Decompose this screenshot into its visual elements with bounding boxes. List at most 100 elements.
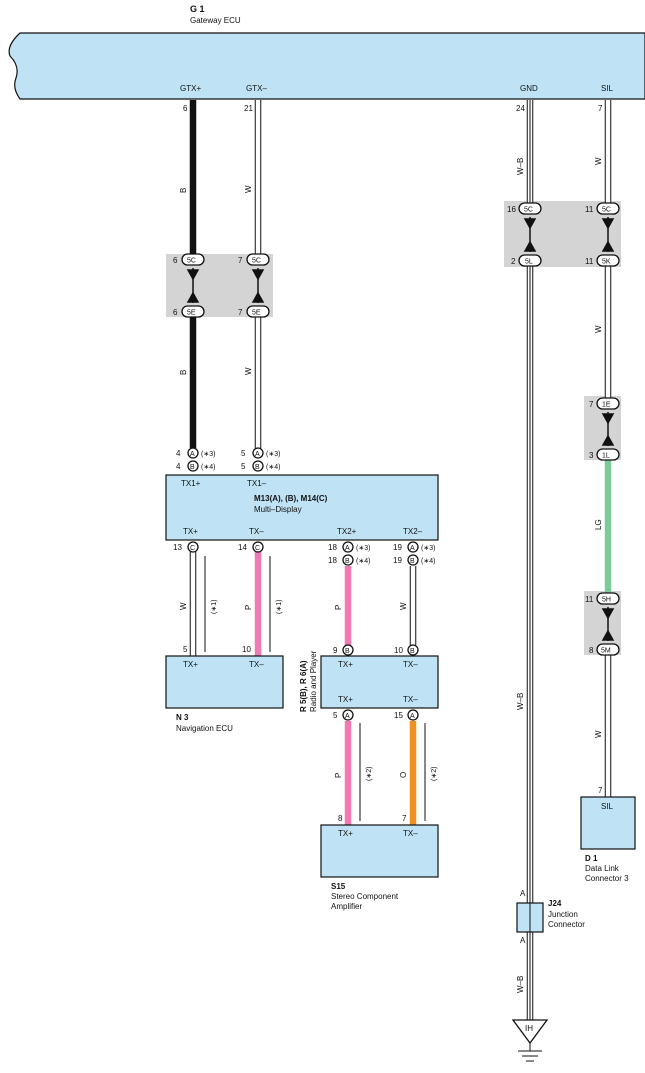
label-gnd-color-1: W–B xyxy=(516,158,525,175)
n3-pinnum-5: 5 xyxy=(183,645,188,654)
ground-ih-symbol: IH xyxy=(511,1019,549,1062)
g1-gateway-ecu-box xyxy=(8,32,645,100)
junction-1e: 1E 7 xyxy=(589,397,620,410)
r5-top-pin-markers: 9 B 10 B xyxy=(333,644,419,656)
label-nav-tx-plus-color: W xyxy=(179,602,188,610)
svg-text:5C: 5C xyxy=(187,258,196,265)
label-sil-color-3: W xyxy=(594,730,603,738)
label-nav-tx-minus-color: P xyxy=(244,605,253,610)
pin-7: 7 xyxy=(589,400,594,409)
n3-name: Navigation ECU xyxy=(176,724,233,733)
svg-text:A: A xyxy=(345,545,350,552)
junction-1l: 1L 3 xyxy=(589,448,620,461)
label-tx2-plus-color: P xyxy=(334,605,343,610)
junction-5l-gnd: 5L 2 xyxy=(511,254,542,267)
svg-text:A: A xyxy=(410,545,415,552)
s15-name-1: Stereo Component xyxy=(331,892,399,901)
m13-top-pin-markers: 4 A (∗3) 4 B (∗4) 5 A (∗3) 5 B (∗4) xyxy=(176,447,280,472)
m13-pin-tx-plus: TX+ xyxy=(183,527,198,536)
label-gtx-plus-color-1: B xyxy=(179,188,188,193)
s15-pinnum-8: 8 xyxy=(338,814,343,823)
g1-pin-gtx-plus: GTX+ xyxy=(180,84,201,93)
svg-text:B: B xyxy=(345,558,350,565)
d1-pin-sil: SIL xyxy=(601,802,614,811)
label-amp-tx-minus-color: O xyxy=(399,772,408,778)
g1-pin-sil: SIL xyxy=(601,84,614,93)
g1-pinnum-24: 24 xyxy=(516,104,525,113)
label-tx2-minus-color: W xyxy=(399,602,408,610)
m13-multi-display-box xyxy=(165,474,439,541)
svg-text:(∗3): (∗3) xyxy=(356,545,370,552)
s15-pinnum-7: 7 xyxy=(402,814,407,823)
pin-8: 8 xyxy=(589,646,594,655)
pin-16: 16 xyxy=(507,205,516,214)
svg-text:A: A xyxy=(410,713,415,720)
svg-text:10: 10 xyxy=(394,646,403,655)
svg-text:B: B xyxy=(410,558,415,565)
svg-text:(∗3): (∗3) xyxy=(421,545,435,552)
d1-name-1: Data Link xyxy=(585,864,620,873)
svg-text:C: C xyxy=(255,545,260,552)
r5-bottom-pin-markers: 5 A 15 A xyxy=(333,709,419,721)
pin-13: 11 xyxy=(585,205,594,214)
svg-text:1E: 1E xyxy=(602,402,611,409)
g1-ref: G 1 xyxy=(190,4,205,14)
r5-ref: R 5(B), R 6(A) xyxy=(299,660,308,712)
svg-text:(∗3): (∗3) xyxy=(201,451,215,458)
label-gnd-color-2: W–B xyxy=(516,693,525,710)
svg-text:5E: 5E xyxy=(252,310,261,317)
m13-pin-tx2-plus: TX2+ xyxy=(337,527,357,536)
m13-ref: M13(A), (B), M14(C) xyxy=(254,494,328,503)
r5-radio-player-box xyxy=(320,655,439,709)
junction-5e-gtx-plus: 5E 6 xyxy=(173,305,205,318)
label-sil-color-1: W xyxy=(594,157,603,165)
svg-text:19: 19 xyxy=(393,543,402,552)
svg-text:1L: 1L xyxy=(602,453,610,460)
svg-text:(∗4): (∗4) xyxy=(266,464,280,471)
pin-6: 6 xyxy=(173,256,178,265)
g1-pin-gtx-minus: GTX– xyxy=(246,84,267,93)
svg-text:5C: 5C xyxy=(524,207,533,214)
n3-pin-tx-plus: TX+ xyxy=(183,660,198,669)
svg-text:A: A xyxy=(255,451,260,458)
n3-navigation-ecu-box xyxy=(165,655,284,709)
label-gtx-plus-color-2: B xyxy=(179,370,188,375)
m13-pin-tx2-minus: TX2– xyxy=(403,527,423,536)
svg-text:(∗4): (∗4) xyxy=(356,558,370,565)
junction-5c-gtx-plus: 5C 6 xyxy=(173,253,205,266)
svg-text:A: A xyxy=(190,451,195,458)
g1-pinnum-21: 21 xyxy=(244,104,253,113)
j24-name-2: Connector xyxy=(548,920,585,929)
svg-text:5: 5 xyxy=(241,462,246,471)
d1-name-2: Connector 3 xyxy=(585,874,629,883)
svg-text:5C: 5C xyxy=(602,207,611,214)
g1-pinnum-6: 6 xyxy=(183,104,188,113)
svg-text:13: 13 xyxy=(173,543,182,552)
pin-3: 3 xyxy=(589,451,594,460)
junction-5c-gtx-minus: 5C 7 xyxy=(238,253,270,266)
junction-link-arrows xyxy=(186,217,615,641)
s15-pin-tx-plus: TX+ xyxy=(338,829,353,838)
d1-pinnum-7: 7 xyxy=(598,786,603,795)
svg-text:5K: 5K xyxy=(602,259,611,266)
ground-label: IH xyxy=(525,1024,533,1033)
svg-text:B: B xyxy=(190,464,195,471)
d1-data-link-connector-box xyxy=(580,796,636,850)
s15-name-2: Amplifier xyxy=(331,902,362,911)
svg-text:18: 18 xyxy=(328,543,337,552)
label-note1-a: (∗1) xyxy=(211,600,218,614)
r5-pin-tx-plus-top: TX+ xyxy=(338,660,353,669)
m13-pin-tx1-plus: TX1+ xyxy=(181,479,201,488)
junction-5c-gnd: 5C 16 xyxy=(507,202,542,215)
r5-pin-tx-plus-bottom: TX+ xyxy=(338,695,353,704)
m13-pin-tx1-minus: TX1– xyxy=(247,479,267,488)
svg-text:5H: 5H xyxy=(602,597,611,604)
r5-pin-tx-minus-top: TX– xyxy=(403,660,418,669)
pin-11: 11 xyxy=(585,595,594,604)
g1-pin-gnd: GND xyxy=(520,84,538,93)
n3-pin-tx-minus: TX– xyxy=(249,660,264,669)
junction-5h: 5H 11 xyxy=(585,592,620,605)
n3-ref: N 3 xyxy=(176,713,189,722)
label-gtx-minus-color-2: W xyxy=(244,367,253,375)
j24-ref: J24 xyxy=(548,899,562,908)
